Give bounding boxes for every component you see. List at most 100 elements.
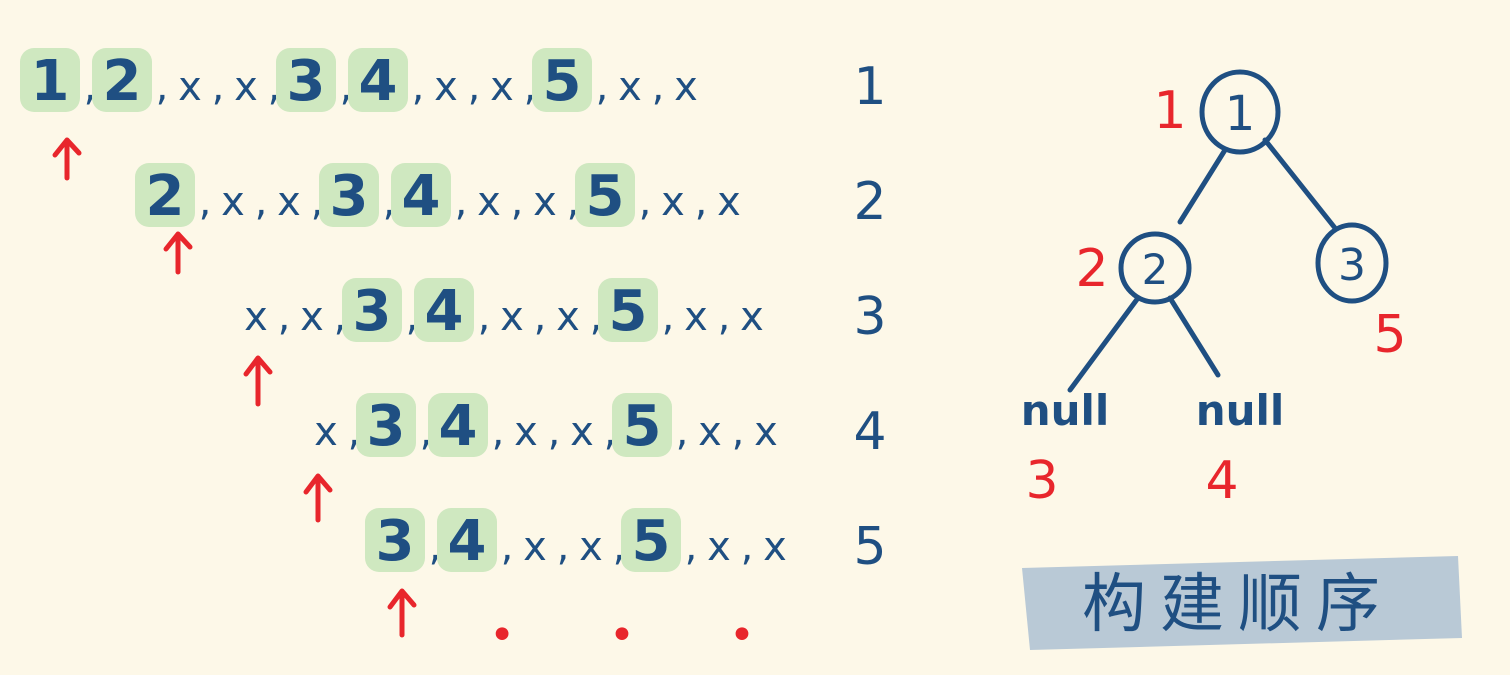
separator: , bbox=[156, 64, 169, 110]
highlight-box bbox=[437, 508, 497, 572]
sequence-number: 3 bbox=[330, 164, 369, 229]
highlight-box bbox=[348, 48, 408, 112]
order-number: 5 bbox=[1373, 305, 1406, 365]
tree-node-2: 2 bbox=[1118, 231, 1192, 305]
separator: , bbox=[741, 524, 754, 570]
sequence-number: 1 bbox=[31, 49, 70, 114]
highlight-box bbox=[319, 163, 379, 227]
tree-node-label: 3 bbox=[1338, 240, 1366, 291]
highlight-box bbox=[92, 48, 152, 112]
sequence-number: 3 bbox=[376, 509, 415, 574]
sequence-number: 3 bbox=[287, 49, 326, 114]
tree-node-label: 1 bbox=[1225, 86, 1256, 142]
separator: , bbox=[685, 524, 698, 570]
tree-node-3: 3 bbox=[1315, 222, 1389, 304]
highlight-box bbox=[356, 393, 416, 457]
highlight-box bbox=[428, 393, 488, 457]
separator: , bbox=[412, 64, 425, 110]
pointer-arrows bbox=[52, 137, 417, 638]
null-marker: x bbox=[707, 524, 731, 570]
separator: , bbox=[639, 179, 652, 225]
separator: , bbox=[732, 409, 745, 455]
null-marker: x bbox=[523, 524, 547, 570]
sequence-number: 5 bbox=[609, 279, 648, 344]
null-marker: x bbox=[300, 294, 324, 340]
null-marker: x bbox=[234, 64, 258, 110]
separator: , bbox=[455, 179, 468, 225]
order-number: 2 bbox=[1075, 239, 1108, 299]
highlight-box bbox=[598, 278, 658, 342]
highlight-box bbox=[276, 48, 336, 112]
null-marker: x bbox=[221, 179, 245, 225]
null-marker: x bbox=[740, 294, 764, 340]
null-marker: x bbox=[178, 64, 202, 110]
separator: , bbox=[278, 294, 291, 340]
separator: , bbox=[511, 179, 524, 225]
sequence-number: 4 bbox=[439, 394, 478, 459]
row-label: 3 bbox=[853, 287, 886, 347]
separator: , bbox=[468, 64, 481, 110]
sequence-number: 3 bbox=[353, 279, 392, 344]
null-marker: x bbox=[763, 524, 787, 570]
pointer-arrow bbox=[163, 231, 193, 275]
edge-1-3 bbox=[1262, 137, 1338, 231]
null-marker: x bbox=[579, 524, 603, 570]
sequence-number: 3 bbox=[367, 394, 406, 459]
sequence-number: 2 bbox=[103, 49, 142, 114]
separator: , bbox=[676, 409, 689, 455]
pointer-arrow bbox=[243, 355, 273, 407]
null-marker: x bbox=[533, 179, 557, 225]
sequence-number: 4 bbox=[359, 49, 398, 114]
row-label: 4 bbox=[853, 402, 886, 462]
order-number: 4 bbox=[1205, 451, 1238, 511]
sequence-number: 2 bbox=[146, 164, 185, 229]
row-label: 5 bbox=[853, 517, 886, 577]
separator: , bbox=[596, 64, 609, 110]
sequence-number: 4 bbox=[448, 509, 487, 574]
null-marker: x bbox=[277, 179, 301, 225]
null-leaf-right: null bbox=[1196, 386, 1285, 435]
separator: , bbox=[557, 524, 570, 570]
edge-1-2 bbox=[1177, 147, 1228, 225]
separator: , bbox=[695, 179, 708, 225]
separator: , bbox=[255, 179, 268, 225]
edge-2-null-left bbox=[1067, 295, 1141, 393]
separator: , bbox=[662, 294, 675, 340]
sequence-number: 4 bbox=[425, 279, 464, 344]
pointer-arrow bbox=[387, 588, 417, 638]
sequence-number: 5 bbox=[543, 49, 582, 114]
separator: , bbox=[212, 64, 225, 110]
highlight-box bbox=[20, 48, 80, 112]
highlight-box bbox=[612, 393, 672, 457]
null-marker: x bbox=[434, 64, 458, 110]
highlight-box bbox=[391, 163, 451, 227]
sequence-number: 5 bbox=[586, 164, 625, 229]
null-marker: x bbox=[244, 294, 268, 340]
highlight-box bbox=[365, 508, 425, 572]
null-marker: x bbox=[754, 409, 778, 455]
null-marker: x bbox=[570, 409, 594, 455]
sequence-number: 4 bbox=[402, 164, 441, 229]
order-number: 1 bbox=[1153, 81, 1186, 141]
tree-node-label: 2 bbox=[1142, 245, 1169, 294]
separator: , bbox=[492, 409, 505, 455]
binary-tree: 1 2 3 null null 1 2 5 3 4 bbox=[1021, 69, 1407, 511]
separator: , bbox=[548, 409, 561, 455]
caption-text: 构建顺序 bbox=[1082, 568, 1394, 642]
null-marker: x bbox=[674, 64, 698, 110]
sequence-number: 5 bbox=[623, 394, 662, 459]
caption-box: 构建顺序 bbox=[1022, 556, 1462, 650]
pointer-arrow bbox=[303, 473, 333, 523]
null-marker: x bbox=[618, 64, 642, 110]
row-label: 2 bbox=[853, 172, 886, 232]
order-number: 3 bbox=[1025, 451, 1058, 511]
highlight-box bbox=[342, 278, 402, 342]
separator: , bbox=[534, 294, 547, 340]
null-marker: x bbox=[698, 409, 722, 455]
null-leaf-left: null bbox=[1021, 386, 1110, 435]
tree-node-1: 1 bbox=[1199, 69, 1281, 155]
null-marker: x bbox=[477, 179, 501, 225]
separator: , bbox=[718, 294, 731, 340]
